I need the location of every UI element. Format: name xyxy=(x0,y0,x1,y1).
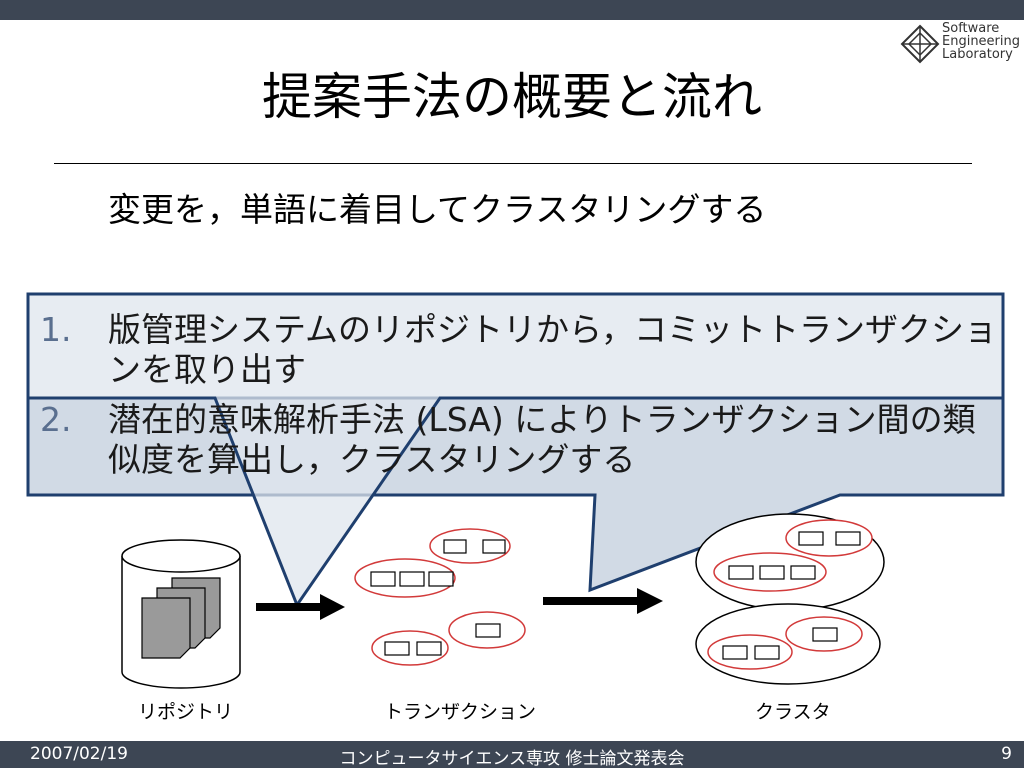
repository-label: リポジトリ xyxy=(138,701,234,723)
arrow-transactions-to-clusters xyxy=(543,588,663,614)
transaction-4 xyxy=(371,630,449,666)
lab-logo-icon xyxy=(900,24,940,64)
callout-1-shape xyxy=(26,292,1005,609)
cluster-1 xyxy=(695,513,885,611)
lab-logo-text: Software Engineering Laboratory xyxy=(942,22,1020,61)
cluster-2 xyxy=(695,603,881,685)
slide-subtitle: 変更を，単語に着目してクラスタリングする xyxy=(108,190,767,229)
clusters-label: クラスタ xyxy=(755,701,831,723)
repository-documents xyxy=(141,577,221,659)
transactions-label: トランザクション xyxy=(384,701,537,723)
title-divider xyxy=(54,163,972,164)
lab-logo: Software Engineering Laboratory xyxy=(898,20,1024,68)
step-1-text: 版管理システムのリポジトリから，コミットトランザクションを取り出す xyxy=(108,310,998,389)
footer-bar: 2007/02/19 コンピュータサイエンス専攻 修士論文発表会 9 xyxy=(0,741,1024,769)
footer-event: コンピュータサイエンス専攻 修士論文発表会 xyxy=(339,749,685,769)
transaction-3 xyxy=(448,611,526,649)
step-2-number: 2. xyxy=(40,400,72,439)
top-bar xyxy=(0,0,1024,20)
transaction-1 xyxy=(429,528,511,564)
step-2-text: 潜在的意味解析手法 (LSA) によりトランザクション間の類似度を算出し，クラス… xyxy=(108,400,976,479)
page-number: 9 xyxy=(1001,744,1012,764)
logo-line-3: Laboratory xyxy=(942,47,1013,62)
logo-line-1: Software xyxy=(942,21,1000,36)
slide-title: 提案手法の概要と流れ xyxy=(262,68,762,126)
logo-line-2: Engineering xyxy=(942,34,1020,49)
transaction-2 xyxy=(354,558,456,598)
footer-date: 2007/02/19 xyxy=(30,744,128,764)
step-1-number: 1. xyxy=(40,310,72,349)
arrow-repository-to-transactions xyxy=(256,594,345,620)
